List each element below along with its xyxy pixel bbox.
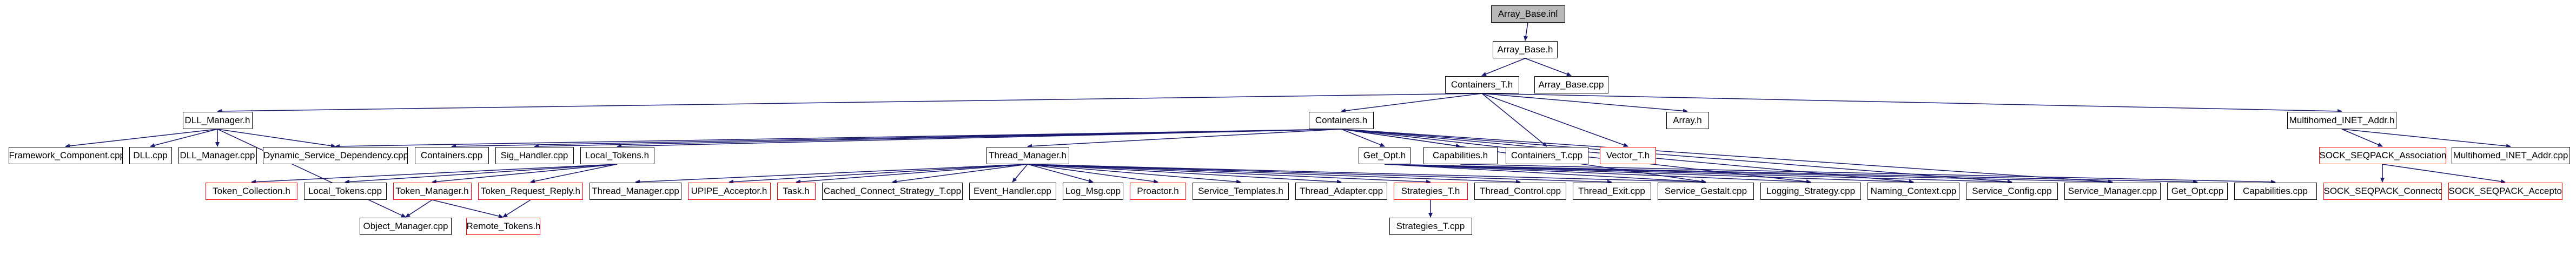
graph-node-task-h[interactable]: Task.h xyxy=(777,183,816,200)
graph-node-vector-t-h[interactable]: Vector_T.h xyxy=(1600,147,1656,164)
graph-node-service-templates-h[interactable]: Service_Templates.h xyxy=(1193,183,1289,200)
edge-2-7 xyxy=(1481,93,2342,113)
graph-node-dll-manager-cpp[interactable]: DLL_Manager.cpp xyxy=(178,147,257,164)
graph-node-get-opt-cpp[interactable]: Get_Opt.cpp xyxy=(2167,183,2228,200)
edge-5-15 xyxy=(1027,129,1342,149)
edge-24-47 xyxy=(405,199,433,218)
graph-node-sock-seqpack-connector-h[interactable]: SOCK_SEQPACK_Connector.h xyxy=(2323,183,2442,200)
edge-15-36 xyxy=(1027,164,1521,184)
graph-node-service-gestalt-cpp[interactable]: Service_Gestalt.cpp xyxy=(1658,183,1754,200)
graph-node-sig-handler-cpp[interactable]: Sig_Handler.cpp xyxy=(495,147,574,164)
graph-node-local-tokens-cpp[interactable]: Local_Tokens.cpp xyxy=(303,183,387,200)
graph-node-token-manager-h[interactable]: Token_Manager.h xyxy=(393,183,472,200)
edge-15-26 xyxy=(635,164,1028,184)
edge-15-38 xyxy=(1027,164,1706,184)
graph-node-thread-adapter-cpp[interactable]: Thread_Adapter.cpp xyxy=(1295,183,1387,200)
edge-1-2 xyxy=(1481,58,1526,76)
edge-16-41 xyxy=(1384,164,2012,184)
graph-node-cached-connect-strategy-t-cpp[interactable]: Cached_Connect_Strategy_T.cpp xyxy=(822,183,963,200)
edge-4-8 xyxy=(65,129,218,149)
graph-node-proactor-h[interactable]: Proactor.h xyxy=(1130,183,1186,200)
edge-15-32 xyxy=(1027,164,1158,184)
edge-2-5 xyxy=(1341,93,1482,113)
edge-2-6 xyxy=(1481,93,1688,113)
edge-15-29 xyxy=(892,164,1028,184)
graph-node-logging-strategy-cpp[interactable]: Logging_Strategy.cpp xyxy=(1760,183,1861,200)
edge-7-20 xyxy=(2341,129,2383,147)
edge-5-42 xyxy=(1341,129,2113,184)
graph-node-strategies-t-cpp[interactable]: Strategies_T.cpp xyxy=(1389,218,1472,235)
edge-16-39 xyxy=(1384,164,1811,184)
edge-16-40 xyxy=(1384,164,1914,184)
edge-7-21 xyxy=(2341,129,2511,149)
graph-node-sock-seqpack-acceptor-h[interactable]: SOCK_SEQPACK_Acceptor.h xyxy=(2448,183,2562,200)
edge-20-46 xyxy=(2382,164,2506,184)
graph-node-service-config-cpp[interactable]: Service_Config.cpp xyxy=(1966,183,2058,200)
graph-node-service-manager-cpp[interactable]: Service_Manager.cpp xyxy=(2064,183,2161,200)
graph-node-token-collection-h[interactable]: Token_Collection.h xyxy=(206,183,297,200)
graph-node-token-request-reply-h[interactable]: Token_Request_Reply.h xyxy=(478,183,583,200)
graph-node-local-tokens-h[interactable]: Local_Tokens.h xyxy=(580,147,654,164)
edge-16-43 xyxy=(1384,164,2198,184)
edge-15-27 xyxy=(729,164,1028,184)
graph-node-upipe-acceptor-h[interactable]: UPIPE_Acceptor.h xyxy=(687,183,771,200)
graph-node-containers-t-h[interactable]: Containers_T.h xyxy=(1445,76,1519,93)
graph-node-get-opt-h[interactable]: Get_Opt.h xyxy=(1359,147,1410,164)
edge-25-48 xyxy=(502,199,531,218)
graph-node-multihomed-inet-addr-cpp[interactable]: Multihomed_INET_Addr.cpp xyxy=(2451,147,2570,164)
graph-node-strategies-t-h[interactable]: Strategies_T.h xyxy=(1393,183,1468,200)
edge-15-37 xyxy=(1027,164,1612,184)
edge-16-38 xyxy=(1384,164,1706,184)
edge-4-47 xyxy=(217,129,406,218)
graph-node-thread-manager-h[interactable]: Thread_Manager.h xyxy=(986,147,1069,164)
graph-node-dll-manager-h[interactable]: DLL_Manager.h xyxy=(182,112,253,129)
graph-node-framework-component-cpp[interactable]: Framework_Component.cpp xyxy=(8,147,123,164)
graph-node-multihomed-inet-addr-h[interactable]: Multihomed_INET_Addr.h xyxy=(2287,112,2396,129)
graph-node-dynamic-service-dependency-cpp[interactable]: Dynamic_Service_Dependency.cpp xyxy=(263,147,408,164)
graph-node-sock-seqpack-association-h[interactable]: SOCK_SEQPACK_Association.h xyxy=(2319,147,2446,164)
graph-node-thread-control-cpp[interactable]: Thread_Control.cpp xyxy=(1474,183,1566,200)
graph-node-array-base-h[interactable]: Array_Base.h xyxy=(1493,41,1558,58)
graph-node-log-msg-cpp[interactable]: Log_Msg.cpp xyxy=(1063,183,1123,200)
edge-17-44 xyxy=(1460,164,2276,184)
edge-1-3 xyxy=(1525,58,1572,76)
graph-node-containers-t-cpp[interactable]: Containers_T.cpp xyxy=(1505,147,1588,164)
graph-node-object-manager-cpp[interactable]: Object_Manager.cpp xyxy=(360,218,452,235)
edge-15-34 xyxy=(1027,164,1342,184)
edge-4-11 xyxy=(217,129,336,148)
graph-node-event-handler-cpp[interactable]: Event_Handler.cpp xyxy=(969,183,1056,200)
edge-14-25 xyxy=(530,164,618,184)
edge-2-4 xyxy=(217,93,1482,113)
edge-2-18 xyxy=(1481,93,1547,147)
edge-5-41 xyxy=(1341,129,2012,184)
graph-node-array-h[interactable]: Array.h xyxy=(1666,112,1709,129)
graph-node-thread-manager-cpp[interactable]: Thread_Manager.cpp xyxy=(590,183,681,200)
graph-node-containers-h[interactable]: Containers.h xyxy=(1309,112,1374,129)
edge-15-28 xyxy=(796,164,1028,184)
edge-24-48 xyxy=(432,199,504,218)
edge-15-30 xyxy=(1012,164,1028,183)
graph-node-array-base-inl[interactable]: Array_Base.inl xyxy=(1491,5,1565,23)
edge-14-22 xyxy=(251,164,618,184)
edge-15-35 xyxy=(1027,164,1431,184)
graph-node-array-base-cpp[interactable]: Array_Base.cpp xyxy=(1534,76,1608,93)
graph-node-dll-cpp[interactable]: DLL.cpp xyxy=(129,147,172,164)
graph-node-thread-exit-cpp[interactable]: Thread_Exit.cpp xyxy=(1572,183,1651,200)
graph-node-remote-tokens-h[interactable]: Remote_Tokens.h xyxy=(466,218,540,235)
edge-5-16 xyxy=(1341,129,1385,147)
edge-14-24 xyxy=(432,164,618,184)
graph-node-capabilities-h[interactable]: Capabilities.h xyxy=(1423,147,1498,164)
edge-15-31 xyxy=(1027,164,1094,183)
edge-2-19 xyxy=(1481,93,1628,147)
edge-14-23 xyxy=(345,164,618,184)
graph-node-capabilities-cpp[interactable]: Capabilities.cpp xyxy=(2234,183,2317,200)
graph-node-naming-context-cpp[interactable]: Naming_Context.cpp xyxy=(1868,183,1959,200)
edge-4-9 xyxy=(150,129,218,147)
edge-15-33 xyxy=(1027,164,1241,184)
edge-5-14 xyxy=(617,129,1342,149)
graph-node-containers-cpp[interactable]: Containers.cpp xyxy=(414,147,489,164)
edge-0-1 xyxy=(1524,22,1528,41)
